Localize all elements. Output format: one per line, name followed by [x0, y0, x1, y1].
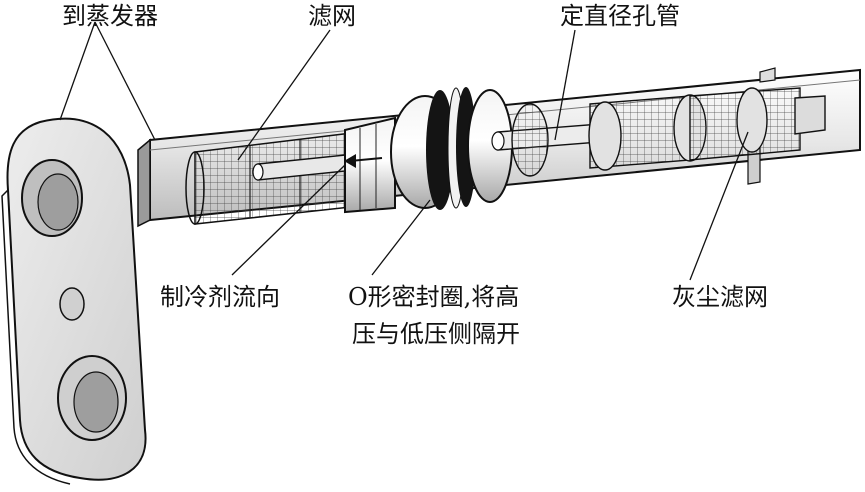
leader-to-evaporator-1 [59, 21, 96, 121]
leader-filter-screen [237, 29, 331, 161]
fixed-orifice-tube [491, 103, 601, 177]
arrow-left-icon [344, 154, 383, 168]
dust-filter-screen [588, 87, 826, 171]
leader-refrigerant-flow [231, 164, 346, 276]
label-refrigerant-flow: 制冷剂流向 [160, 283, 280, 311]
label-o-ring-line2: 压与低压侧隔开 [352, 320, 520, 348]
leader-o-ring [371, 199, 431, 276]
leader-to-evaporator-2 [94, 21, 156, 141]
label-fixed-orifice-tube: 定直径孔管 [560, 2, 680, 30]
leader-fixed-orifice [554, 29, 576, 141]
flange-bolt-hole [59, 287, 85, 321]
label-dust-filter: 灰尘滤网 [672, 283, 768, 311]
evaporator-flange [1, 117, 147, 485]
leader-lines [59, 21, 749, 281]
leader-dust-filter [689, 131, 749, 281]
o-ring-1 [426, 90, 454, 210]
label-o-ring-line1: O形密封圈,将高 [348, 283, 520, 311]
plastic-body [344, 87, 513, 214]
label-filter-screen: 滤网 [308, 2, 356, 30]
label-to-evaporator: 到蒸发器 [62, 2, 158, 30]
